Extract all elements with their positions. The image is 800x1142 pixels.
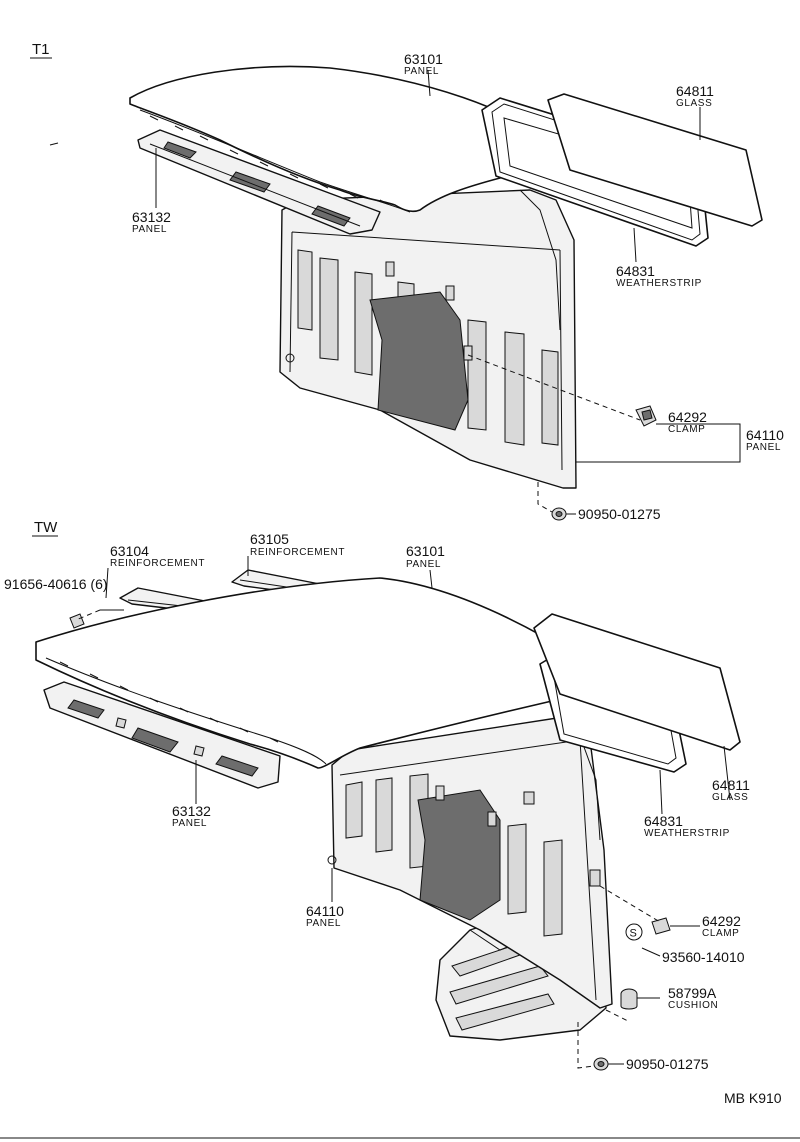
t1-clamp-drawing xyxy=(635,405,657,427)
leader-t1-63101 xyxy=(427,69,431,97)
s-symbol-label: S xyxy=(630,928,637,940)
callout-t1-63101-name: PANEL xyxy=(404,66,439,77)
tw-clamp-drawing xyxy=(651,917,671,935)
callout-tw-58799a-number: 58799A xyxy=(668,985,717,1001)
callout-t1-63101-number: 63101 xyxy=(404,51,443,67)
t1-roof-panel-drawing xyxy=(129,65,557,213)
leader-tw-s-washer xyxy=(641,947,661,957)
callout-tw-screw-number: 91656-40616 (6) xyxy=(4,576,108,592)
tw-nut-drawing xyxy=(593,1057,609,1071)
callout-tw-64831-name: WEATHERSTRIP xyxy=(644,828,730,839)
dash-t1-nut xyxy=(537,482,553,513)
callout-tw-64110-name: PANEL xyxy=(306,918,341,929)
callout-tw-63104-name: REINFORCEMENT xyxy=(110,558,205,569)
callout-tw-63101-number: 63101 xyxy=(406,543,445,559)
dash-tw-cushion xyxy=(605,1009,631,1023)
callout-t1-64831-number: 64831 xyxy=(616,263,655,279)
dash-tw-nut xyxy=(577,1022,595,1069)
dash-tw-clamp xyxy=(599,885,661,923)
callout-t1-64110-name: PANEL xyxy=(746,442,781,453)
callout-tw-64811-number: 64811 xyxy=(712,777,750,793)
callout-t1-64811-number: 64811 xyxy=(676,83,714,99)
tw-screw-drawing xyxy=(69,613,85,629)
callout-tw-63105-name: REINFORCEMENT xyxy=(250,547,345,558)
dash-tw-screw xyxy=(75,609,101,621)
leader-t1-clamp-bracket xyxy=(656,423,741,438)
callout-t1-63132-name: PANEL xyxy=(132,224,167,235)
callout-tw-64292-name: CLAMP xyxy=(702,928,739,939)
diagram-code: MB K910 xyxy=(724,1090,782,1106)
section-header-t1: T1 xyxy=(32,41,50,58)
leader-t1-panel-bracket xyxy=(576,438,741,463)
callout-tw-64811-name: GLASS xyxy=(712,792,748,803)
t1-nut-drawing xyxy=(551,507,567,521)
t1-header-panel-drawing xyxy=(137,129,381,235)
callout-tw-93560-number: 93560-14010 xyxy=(662,949,745,965)
callout-tw-64292-number: 64292 xyxy=(702,913,741,929)
leader-tw-63104 xyxy=(105,567,109,599)
tw-s-washer-drawing: S xyxy=(625,923,643,941)
callout-t1-64292-number: 64292 xyxy=(668,409,707,425)
callout-t1-63132-number: 63132 xyxy=(132,209,171,225)
callout-tw-63105-number: 63105 xyxy=(250,531,289,547)
dash-t1-clamp xyxy=(467,354,641,421)
callout-tw-64110-number: 64110 xyxy=(306,903,344,919)
tw-glass-drawing xyxy=(533,613,741,751)
stray-mark xyxy=(49,142,59,146)
tw-roof-panel-drawing xyxy=(35,577,615,769)
leader-tw-63101 xyxy=(429,569,433,589)
callout-tw-64831-number: 64831 xyxy=(644,813,683,829)
callout-tw-63132-name: PANEL xyxy=(172,818,207,829)
t1-glass-drawing xyxy=(547,93,763,227)
callout-tw-63101-name: PANEL xyxy=(406,559,441,570)
callout-t1-64110-number: 64110 xyxy=(746,427,784,443)
callout-t1-64292-name: CLAMP xyxy=(668,424,705,435)
tw-cushion-drawing xyxy=(620,988,638,1010)
section-t1: T1 xyxy=(30,41,784,522)
callout-tw-63132-number: 63132 xyxy=(172,803,211,819)
tw-back-panel-drawing xyxy=(327,715,613,1009)
callout-tw-nut-number: 90950-01275 xyxy=(626,1056,709,1072)
callout-t1-nut-number: 90950-01275 xyxy=(578,506,661,522)
section-header-tw: TW xyxy=(34,519,58,536)
t1-back-panel-drawing xyxy=(279,189,577,489)
leader-tw-64811 xyxy=(723,745,731,801)
callout-t1-64811-name: GLASS xyxy=(676,98,712,109)
leader-t1-64831 xyxy=(633,227,637,263)
section-tw: TW xyxy=(4,519,750,1072)
leader-tw-64831 xyxy=(659,769,663,815)
callout-t1-64831-name: WEATHERSTRIP xyxy=(616,278,702,289)
tw-header-panel-drawing xyxy=(43,681,281,789)
callout-tw-63104-number: 63104 xyxy=(110,543,149,559)
callout-tw-58799a-name: CUSHION xyxy=(668,1000,718,1011)
